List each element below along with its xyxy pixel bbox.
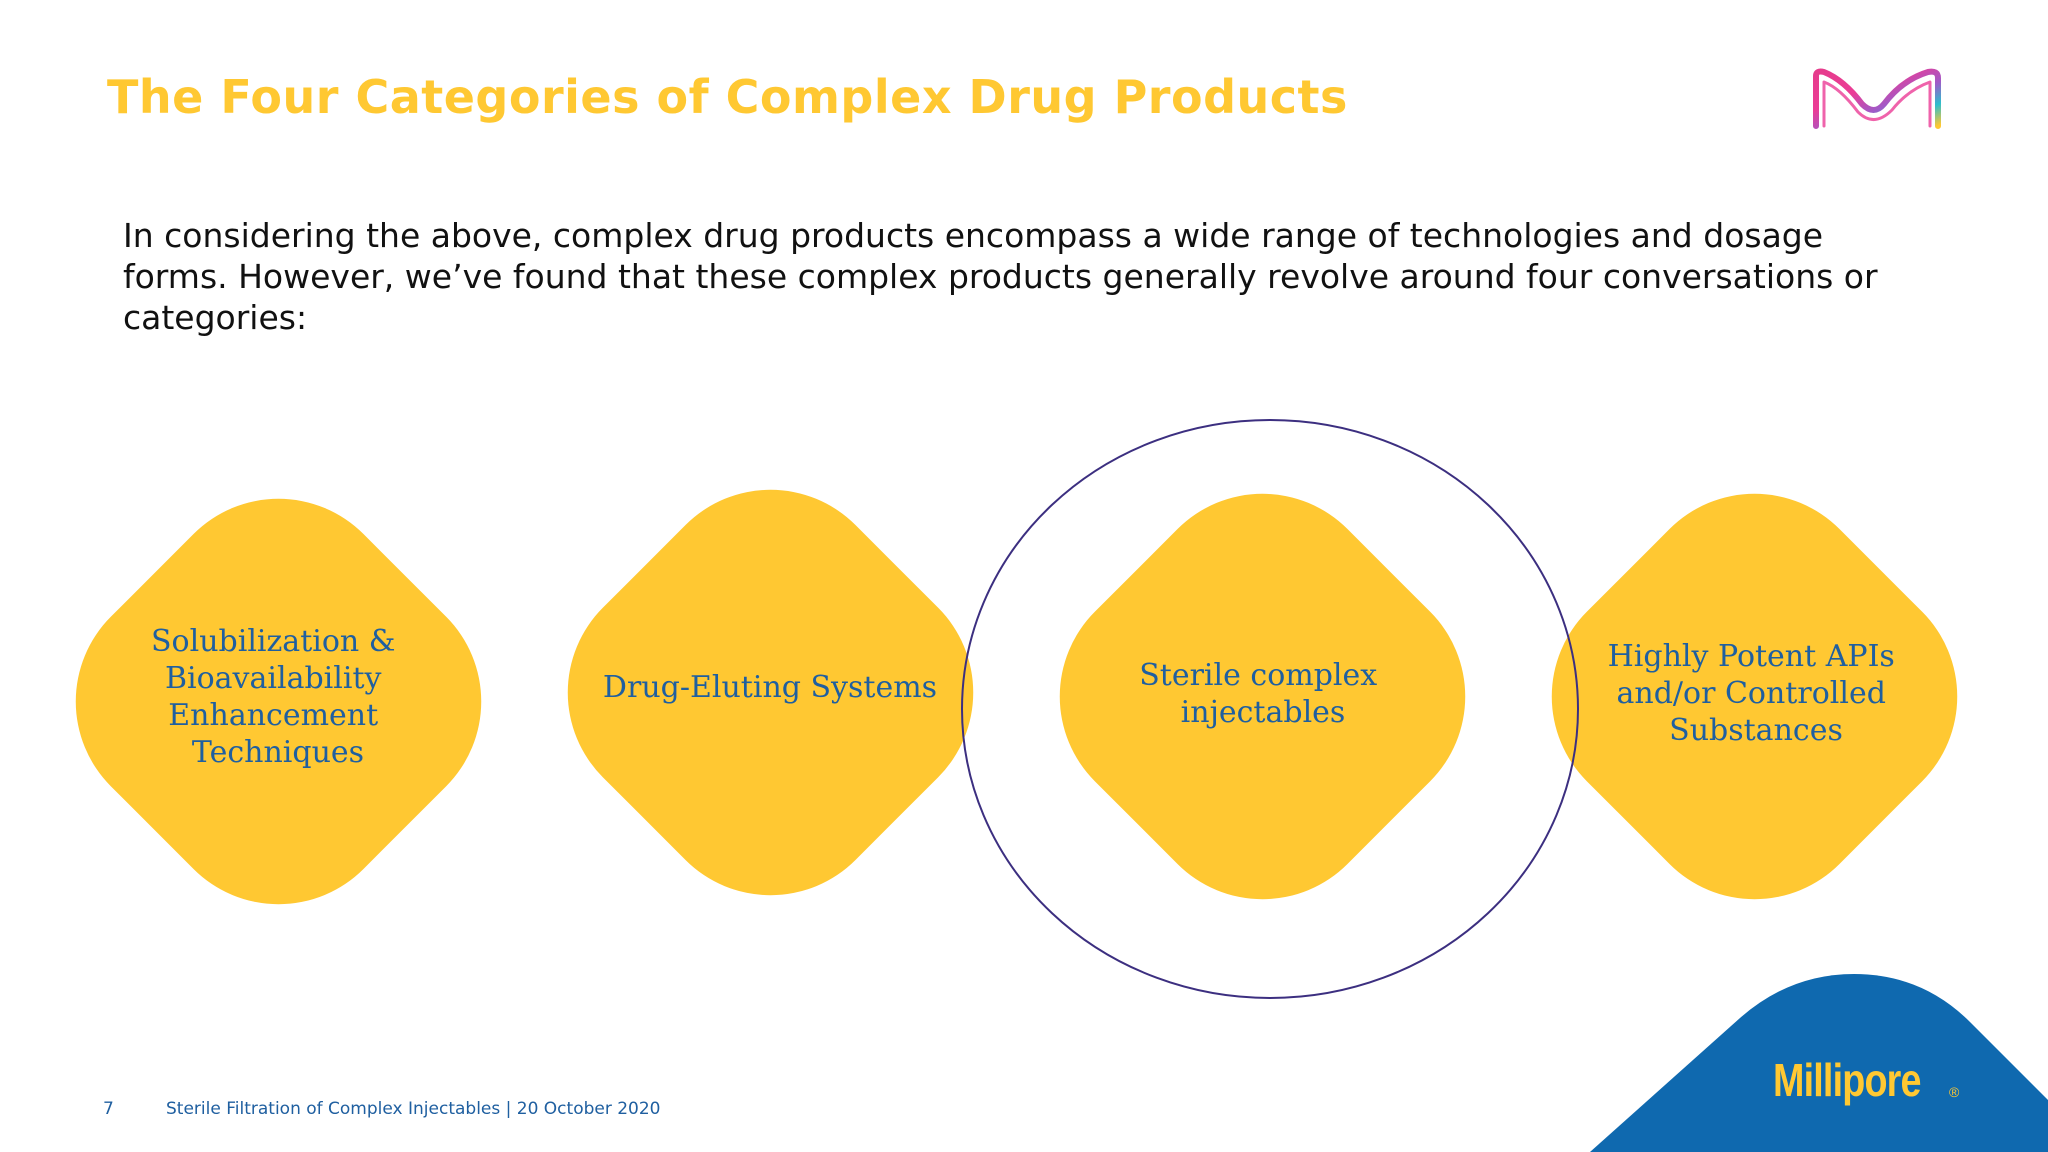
highlight-ring [961,419,1579,999]
registered-mark: ® [1949,1084,1960,1100]
category-shape [1059,493,1466,900]
footer-text: Sterile Filtration of Complex Injectable… [166,1099,661,1119]
merck-m-logo-icon [1813,68,1941,129]
category-shape [75,498,482,905]
millipore-wordmark: Millipore [1773,1054,1922,1106]
intro-paragraph: In considering the above, complex drug p… [123,216,1878,337]
category-shape [1551,493,1958,900]
page-number: 7 [103,1099,114,1119]
category-label: Sterile complex injectables [1139,658,1387,730]
category-label: Drug-Eluting Systems [603,670,937,705]
category-solubilization: Solubilization & Bioavailability Enhance… [75,498,482,905]
category-highly-potent: Highly Potent APIs and/or Controlled Sub… [1551,493,1958,900]
brand-corner-shape [1590,974,2048,1152]
categories-diagram: Solubilization & Bioavailability Enhance… [75,419,1958,999]
slide-title: The Four Categories of Complex Drug Prod… [107,70,1348,124]
category-shape [567,489,974,896]
category-drug-eluting: Drug-Eluting Systems [567,489,974,896]
category-sterile-injectables: Sterile complex injectables [1059,493,1466,900]
category-label: Highly Potent APIs and/or Controlled Sub… [1608,639,1905,748]
category-label: Solubilization & Bioavailability Enhance… [151,624,405,770]
